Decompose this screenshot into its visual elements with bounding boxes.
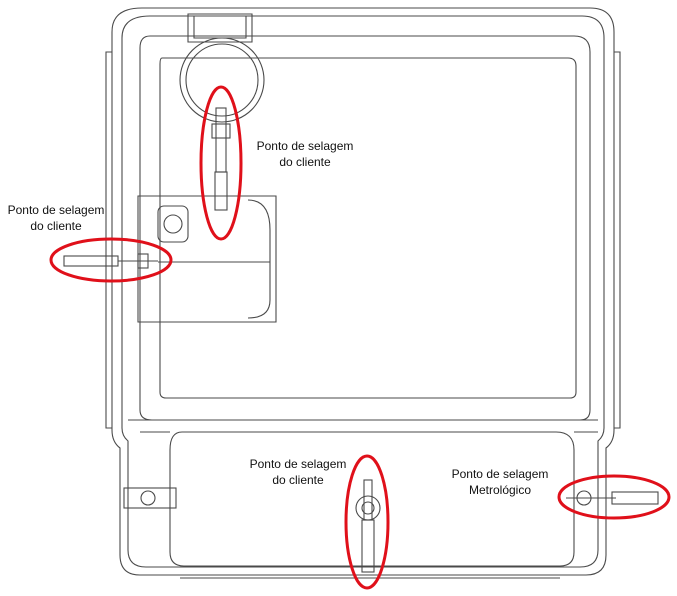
right-seal-highlight — [557, 474, 671, 520]
left-seal-clamp — [137, 253, 149, 269]
left-seal-highlight — [49, 237, 173, 283]
top-seal-tab — [187, 13, 253, 43]
lower-left-seal-bracket — [123, 487, 177, 509]
left-seal-label: Ponto de selagem do cliente — [7, 203, 105, 233]
bottom-seal-label: Ponto de selagem do cliente — [249, 457, 347, 487]
right-seal-label: Ponto de selagem Metrológico — [451, 467, 549, 497]
upper-window-inner — [159, 57, 577, 399]
bottom-seal-tag — [361, 519, 375, 573]
top-seal-label: Ponto de selagem do cliente — [256, 139, 354, 169]
lower-left-seal-screw — [140, 490, 156, 506]
meter-housing-outline — [111, 7, 615, 576]
right-seal-tag — [611, 491, 659, 505]
top-seal-tag — [214, 171, 228, 211]
upper-window-cover — [139, 35, 591, 421]
left-seal-tag — [63, 255, 119, 267]
right-side-rail — [614, 51, 621, 429]
bottom-seal-highlight — [344, 454, 390, 590]
bottom-seal-screw-inner — [361, 501, 375, 515]
top-seal-clamp — [211, 123, 231, 139]
top-seal-socket-inner — [185, 43, 259, 117]
bottom-seal-screw-outer — [355, 495, 381, 521]
lower-terminal-cover — [169, 431, 575, 567]
top-seal-socket-outer — [179, 37, 265, 123]
terminal-cover-window — [157, 205, 189, 243]
terminal-cover-screw — [163, 214, 183, 234]
top-seal-highlight — [199, 85, 243, 241]
meter-housing-inner-outline — [121, 15, 605, 568]
top-seal-wire — [215, 107, 227, 173]
